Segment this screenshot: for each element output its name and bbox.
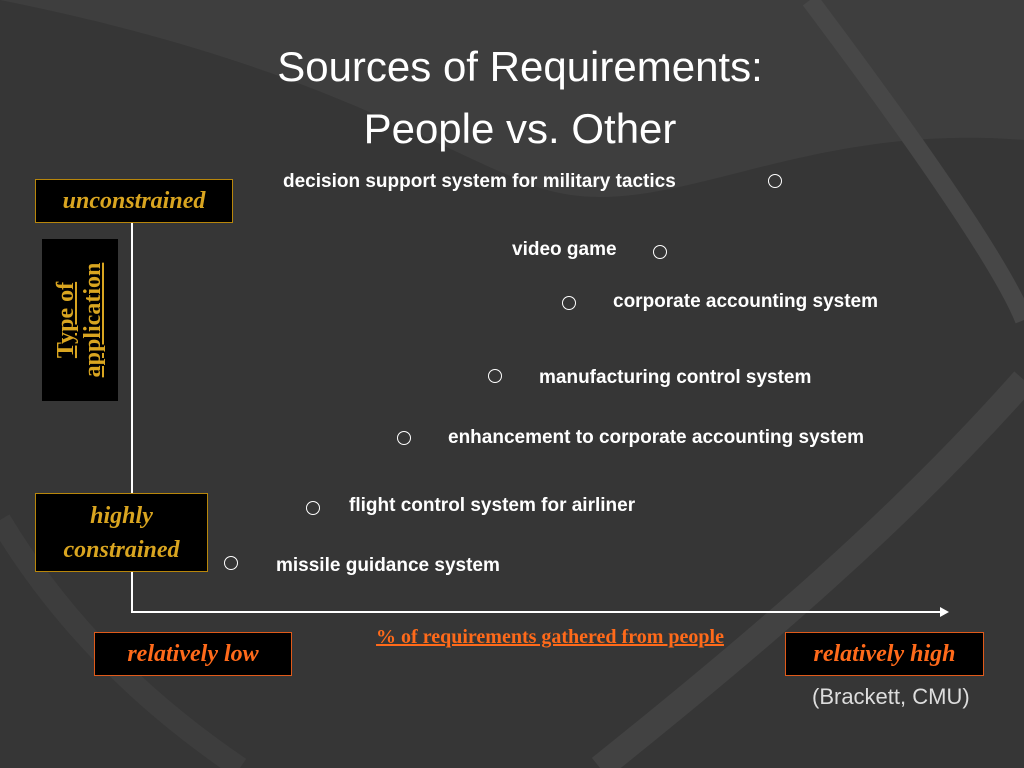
item-marker-icon	[397, 431, 411, 445]
item-marker-icon	[306, 501, 320, 515]
y-axis-bottom-label: highly constrained	[35, 493, 208, 572]
item-marker-icon	[224, 556, 238, 570]
item-label-missile-guidance: missile guidance system	[276, 555, 500, 576]
y-axis-top-label: unconstrained	[35, 179, 233, 223]
slide-title-line1: Sources of Requirements:	[277, 43, 763, 90]
item-label-decision-support: decision support system for military tac…	[283, 171, 676, 192]
slide-title-line2: People vs. Other	[363, 105, 677, 152]
y-axis-bottom-label-line2: constrained	[63, 537, 180, 563]
y-axis-label: Type of application	[53, 262, 106, 378]
item-label-manufacturing-control: manufacturing control system	[539, 367, 812, 388]
x-axis-arrow-icon	[940, 607, 949, 617]
x-axis-right-label: relatively high	[785, 632, 984, 676]
item-label-corporate-accounting: corporate accounting system	[613, 291, 879, 312]
x-axis-line	[131, 611, 941, 613]
item-marker-icon	[768, 174, 782, 188]
item-label-flight-control: flight control system for airliner	[349, 495, 636, 516]
y-axis-label-box	[42, 239, 118, 401]
y-axis-bottom-label-line1: highly	[90, 503, 153, 529]
item-label-enhancement-accounting: enhancement to corporate accounting syst…	[448, 427, 864, 448]
x-axis-label: % of requirements gathered from people	[376, 626, 724, 648]
item-marker-icon	[653, 245, 667, 259]
item-label-video-game: video game	[512, 239, 617, 260]
credit-text: (Brackett, CMU)	[812, 684, 970, 709]
x-axis-left-label: relatively low	[94, 632, 292, 676]
item-marker-icon	[488, 369, 502, 383]
y-axis-line	[131, 222, 133, 612]
item-marker-icon	[562, 296, 576, 310]
